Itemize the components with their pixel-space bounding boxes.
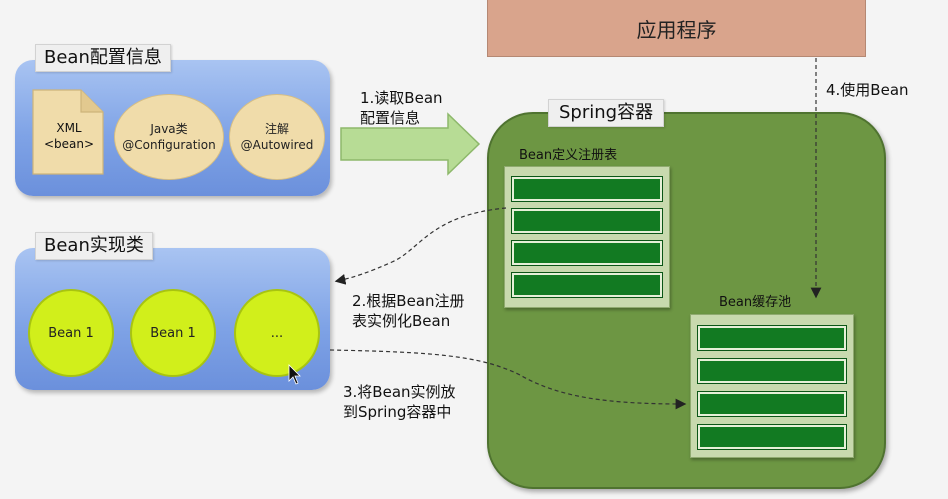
step2-line1: 2.根据Bean注册 — [352, 292, 465, 310]
step2-line2: 表实例化Bean — [352, 312, 451, 330]
step3-line2: 到Spring容器中 — [343, 403, 452, 421]
java-class-label: Java类 — [150, 122, 188, 136]
registry-entry — [511, 272, 663, 298]
cache-entry — [697, 391, 847, 417]
xml-document-text: XML <bean> — [33, 120, 105, 152]
bean-impl-title: Bean实现类 — [35, 232, 153, 260]
annotation-ellipse: 注解 @Autowired — [229, 94, 325, 180]
step3-label: 3.将Bean实例放 到Spring容器中 — [343, 382, 456, 422]
bean-instance-label: Bean 1 — [150, 325, 196, 341]
cache-entry — [697, 358, 847, 384]
configuration-annotation: @Configuration — [122, 138, 216, 152]
bean-cache-label: Bean缓存池 — [719, 295, 792, 310]
xml-bean-tag: <bean> — [43, 137, 95, 151]
bean-instance-label: ... — [270, 325, 284, 341]
step1-line2: 配置信息 — [360, 109, 421, 127]
application-label: 应用程序 — [636, 17, 717, 42]
bean-instance-label: Bean 1 — [48, 325, 94, 341]
step4-label: 4.使用Bean — [826, 81, 909, 99]
registry-entry — [511, 240, 663, 266]
cache-entry — [697, 424, 847, 450]
registry-entry — [511, 208, 663, 234]
autowired-annotation: @Autowired — [240, 138, 314, 152]
read-config-arrow — [340, 112, 481, 176]
xml-label: XML — [56, 121, 82, 135]
bean-instance-circle: Bean 1 — [28, 289, 114, 377]
java-class-ellipse: Java类 @Configuration — [114, 94, 224, 180]
annotation-label: 注解 — [264, 122, 289, 136]
cache-entry — [697, 325, 847, 351]
registry-entry — [511, 176, 663, 202]
instantiate-arrow — [334, 207, 507, 285]
bean-definition-registry — [504, 166, 670, 308]
step1-line1: 1.读取Bean — [360, 89, 443, 107]
bean-registry-label: Bean定义注册表 — [519, 148, 618, 163]
xml-document-icon — [32, 89, 104, 175]
put-into-container-arrow — [329, 349, 687, 410]
step3-line1: 3.将Bean实例放 — [343, 383, 456, 401]
mouse-cursor-icon — [288, 364, 301, 385]
step2-label: 2.根据Bean注册 表实例化Bean — [352, 291, 465, 331]
bean-cache-pool — [690, 314, 854, 458]
spring-container-title: Spring容器 — [548, 99, 665, 127]
bean-config-title: Bean配置信息 — [35, 44, 171, 72]
step1-label: 1.读取Bean 配置信息 — [360, 88, 443, 128]
application-box: 应用程序 — [487, 0, 866, 57]
bean-instance-circle: Bean 1 — [130, 289, 216, 377]
bean-instance-circle: ... — [234, 289, 320, 377]
